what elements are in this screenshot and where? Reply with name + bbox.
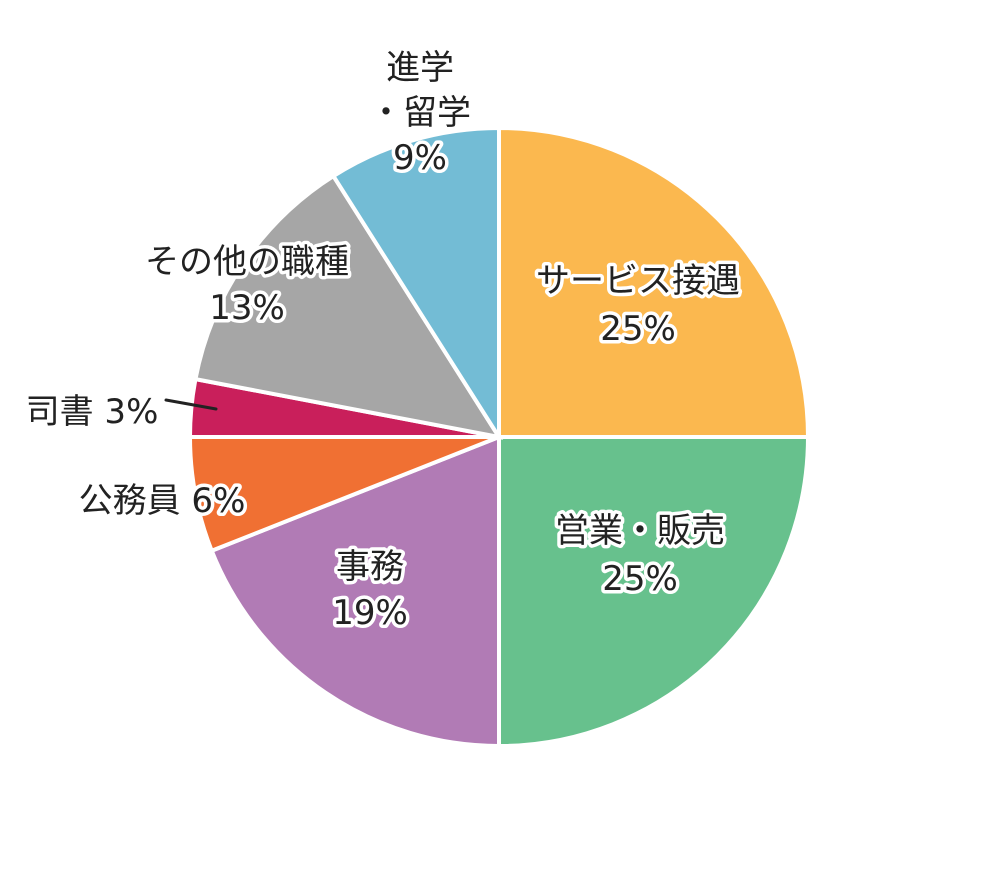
pie-leader-line-4	[164, 398, 218, 411]
pie-label-1-line-0: 営業・販売	[555, 511, 725, 551]
pie-label-0-line-1: 25%	[600, 309, 676, 349]
pie-slice-1	[497, 435, 811, 749]
pie-slice-2	[209, 434, 501, 749]
pie-slice-0	[497, 125, 811, 439]
pie-label-5-line-0: その他の職種	[145, 242, 349, 282]
pie-label-2-line-0: 事務	[336, 547, 404, 587]
pie-label-6-line-2: 9%	[393, 138, 447, 178]
pie-label-5-line-1: 13%	[209, 288, 285, 328]
pie-label-6-line-0: 進学	[386, 48, 454, 88]
pie-slices	[187, 125, 811, 749]
pie-label-4-line-0: 司書 3%	[26, 392, 159, 432]
pie-labels: サービス接遇 25% 営業・販売 25% 事務 19% 公務員 6% 司書 3% その他の職種 1…	[22, 45, 743, 637]
pie-label-2-line-1: 19%	[332, 593, 408, 633]
pie-leader-lines	[164, 398, 218, 411]
pie-label-1-line-1: 25%	[602, 559, 678, 599]
pie-slice-6	[330, 125, 501, 444]
pie-label-3-line-0: 公務員 6%	[79, 481, 246, 521]
pie-slice-5	[193, 173, 504, 440]
pie-label-6-line-1: ・留学	[369, 93, 471, 133]
pie-label-0-line-0: サービス接遇	[536, 261, 740, 301]
